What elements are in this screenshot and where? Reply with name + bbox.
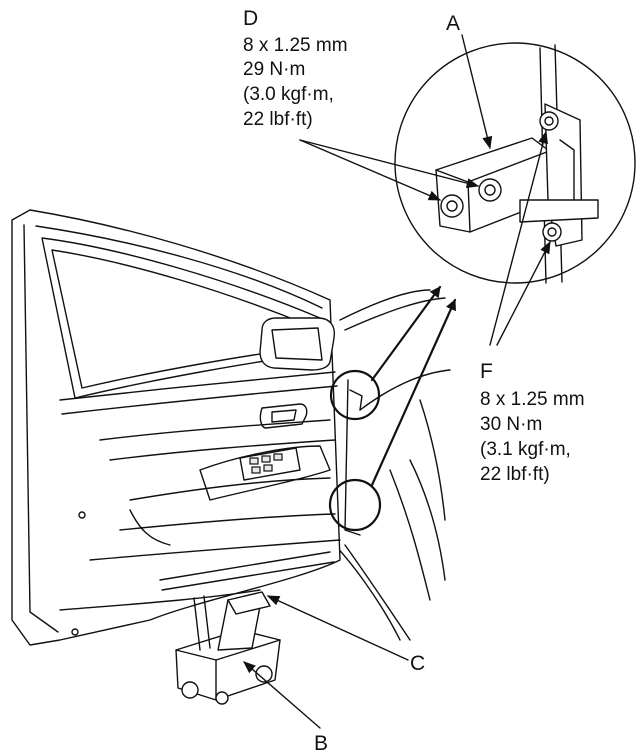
callout-b: B — [314, 732, 328, 755]
callout-f-thread: 8 x 1.25 mm — [480, 389, 585, 410]
magnified-hinge-view — [394, 42, 636, 284]
callout-f: F 8 x 1.25 mm 30 N·m (3.1 kgf·m, 22 lbf·… — [480, 360, 585, 485]
callout-f-torque-lbf: 22 lbf·ft) — [480, 464, 550, 485]
front-door — [11, 209, 341, 646]
bolt-f-1 — [539, 111, 559, 131]
callout-c: C — [410, 652, 425, 675]
hinge-locations — [328, 369, 382, 536]
upper-zoom-arrow — [370, 285, 442, 382]
callout-d-thread: 8 x 1.25 mm — [243, 35, 348, 56]
bolt-d-1 — [440, 194, 464, 218]
callout-d-torque-kgf: (3.0 kgf·m, — [243, 84, 334, 105]
callout-a: A — [446, 12, 460, 35]
bolt-d-2 — [478, 178, 502, 202]
leader-lines — [243, 34, 551, 729]
callout-d-torque-lbf: 22 lbf·ft) — [243, 109, 313, 130]
lower-hinge-circle — [328, 478, 382, 532]
side-mirror — [259, 317, 336, 371]
callout-d-letter: D — [243, 7, 258, 30]
callout-d: D 8 x 1.25 mm 29 N·m (3.0 kgf·m, 22 lbf·… — [243, 7, 348, 130]
window-switch — [239, 447, 301, 481]
callout-f-torque-nm: 30 N·m — [480, 414, 542, 435]
lower-zoom-arrow — [370, 298, 457, 487]
bolt-f-2 — [542, 222, 562, 242]
floor-jack — [175, 595, 281, 705]
upper-hinge-circle — [329, 369, 381, 421]
callout-f-letter: F — [480, 360, 493, 383]
callout-f-torque-kgf: (3.1 kgf·m, — [480, 439, 571, 460]
car-body — [329, 289, 451, 641]
wood-block — [227, 591, 271, 615]
callout-d-torque-nm: 29 N·m — [243, 59, 305, 80]
